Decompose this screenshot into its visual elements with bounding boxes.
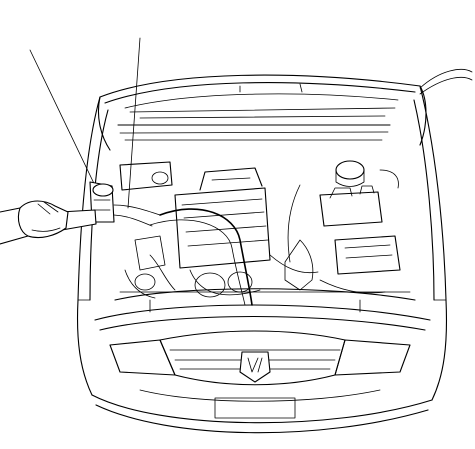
battery xyxy=(319,191,383,227)
brand-emblem xyxy=(239,351,271,383)
headlight-left xyxy=(109,339,176,376)
callout-leader-lines xyxy=(29,37,141,209)
engine-block xyxy=(134,167,271,298)
technician-hand xyxy=(17,200,69,239)
license-plate-mount xyxy=(214,397,296,419)
right-components xyxy=(284,160,401,294)
leader-line-left xyxy=(29,49,101,197)
fuse-box xyxy=(334,235,401,275)
body-outline xyxy=(76,85,448,434)
headlight-right xyxy=(334,339,411,376)
cowl-panel xyxy=(117,124,391,141)
hand-with-tool xyxy=(0,181,161,245)
coolant-reservoir xyxy=(335,160,365,180)
front-grille xyxy=(94,304,431,419)
intake-hoses xyxy=(149,184,319,306)
leader-line-right xyxy=(127,37,141,209)
left-components xyxy=(119,161,173,299)
